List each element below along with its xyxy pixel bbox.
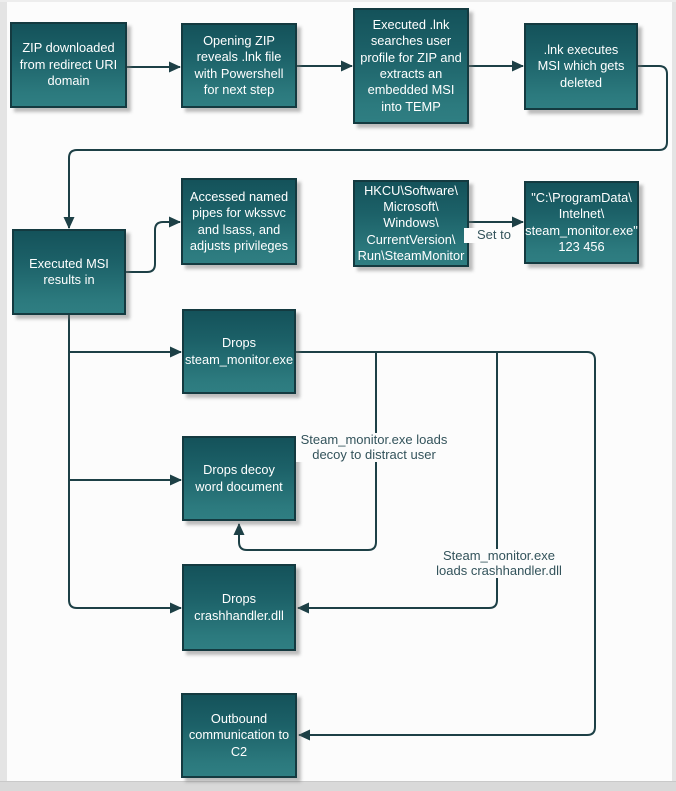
page-margin-right bbox=[672, 0, 676, 791]
connector-executedmsi-to-namedpipes bbox=[126, 216, 181, 273]
connector-steammonitor-to-crashhandler-loop bbox=[297, 352, 498, 614]
page-margin-top bbox=[0, 0, 676, 2]
node-registry-run-key: HKCU\Software\ Microsoft\ Windows\ Curre… bbox=[353, 180, 469, 267]
node-lnk-executes-msi: .lnk executes MSI which gets deleted bbox=[524, 23, 638, 110]
node-opening-zip: Opening ZIP reveals .lnk file with Power… bbox=[181, 23, 297, 108]
annotation-set-to: Set to bbox=[464, 227, 524, 243]
annotation-decoy-loader: Steam_monitor.exe loads decoy to distrac… bbox=[296, 432, 452, 463]
annotation-crashhandler-load: Steam_monitor.exe loads crashhandler.dll bbox=[421, 548, 577, 579]
connector-trunk-to-crashhandler bbox=[68, 315, 182, 614]
connector-steammonitor-to-decoydoc-loop bbox=[233, 352, 377, 551]
page-margin-bottom bbox=[0, 781, 676, 791]
page-margin-left bbox=[0, 0, 7, 791]
node-zip-downloaded: ZIP downloaded from redirect URI domain bbox=[10, 22, 127, 108]
connector-msi-wraparound-to-executedmsi bbox=[63, 65, 668, 229]
connector-steammonitor-to-outboundc2 bbox=[296, 351, 596, 741]
node-drops-decoy-word-doc: Drops decoy word document bbox=[182, 436, 296, 521]
node-executed-msi-results: Executed MSI results in bbox=[12, 229, 126, 315]
node-accessed-named-pipes: Accessed named pipes for wkssvc and lsas… bbox=[181, 178, 297, 265]
node-registry-run-value: "C:\ProgramData\ Intelnet\ steam_monitor… bbox=[524, 181, 639, 264]
node-outbound-c2: Outbound communication to C2 bbox=[181, 693, 297, 778]
node-drops-crashhandler: Drops crashhandler.dll bbox=[182, 564, 296, 651]
node-drops-steam-monitor: Drops steam_monitor.exe bbox=[182, 309, 296, 394]
node-executed-lnk: Executed .lnk searches user profile for … bbox=[353, 8, 469, 124]
